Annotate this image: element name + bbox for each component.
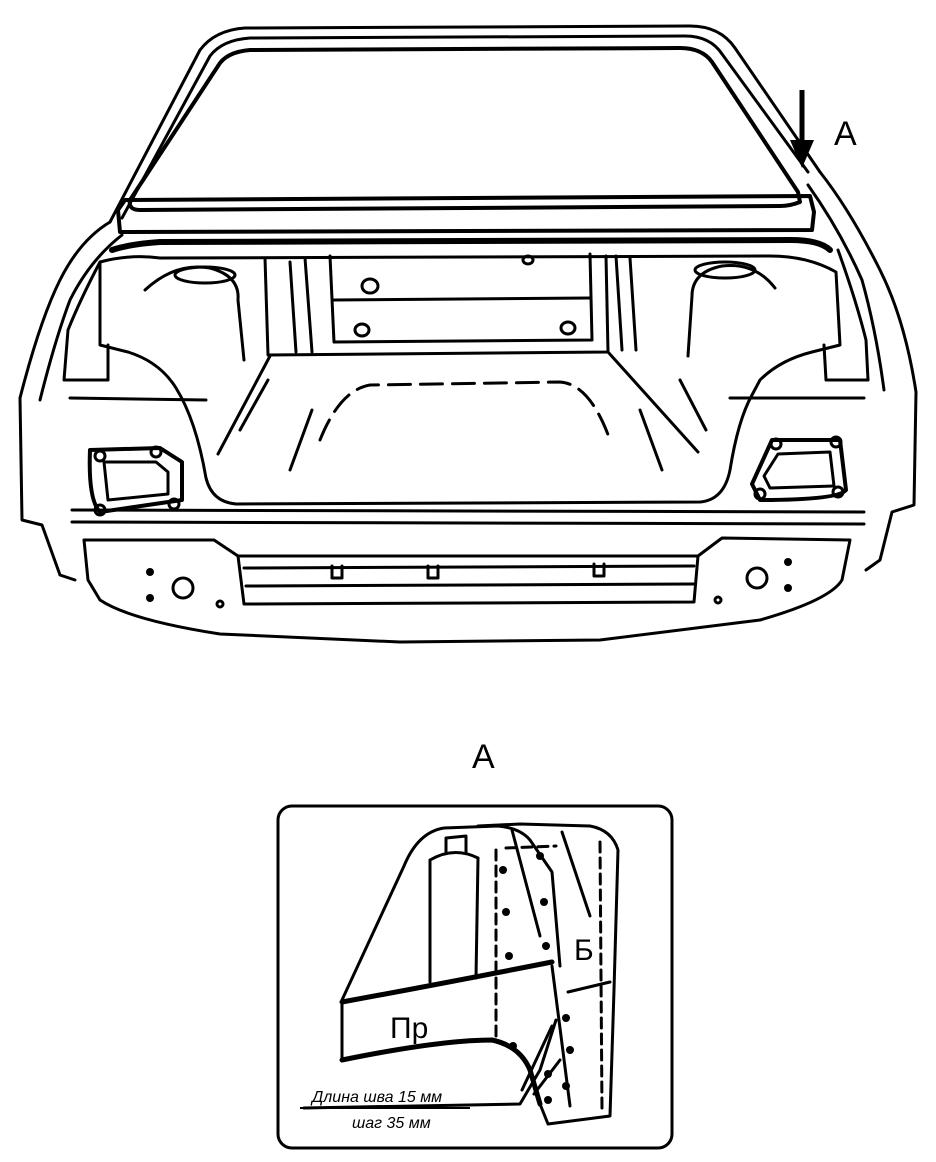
right-lamp-inner (762, 450, 836, 490)
detail-drawing (302, 822, 620, 1126)
lower-rear-panel (82, 536, 852, 644)
trunk-left-post (288, 256, 314, 354)
weld-dot (544, 1096, 552, 1104)
weld-dot (544, 1070, 552, 1078)
bumper-beam-line-top (242, 564, 696, 570)
weld-dot (505, 952, 513, 960)
weld-dot (542, 942, 550, 950)
trunk-panel-line (332, 296, 592, 302)
left-body-side-outer (18, 220, 112, 582)
bumper-hole (745, 566, 769, 590)
left-lamp-inner (102, 460, 170, 502)
body-holes (93, 254, 845, 609)
weld-dot (536, 852, 544, 860)
lamp-bolt (93, 449, 107, 463)
panel-hole (521, 254, 535, 266)
lamp-bolt (753, 487, 767, 501)
weld-dot (502, 908, 510, 916)
trunk-floor-ribs (238, 378, 708, 472)
detail-part-right-label: Б (574, 934, 594, 967)
seam-pitch-note: шаг 35 мм (352, 1115, 431, 1132)
detail-post-cap (444, 834, 468, 854)
detail-right-panel-step (566, 980, 612, 994)
seam-length-note: Длина шва 15 мм (310, 1089, 442, 1106)
right-body-side-inner (806, 183, 886, 392)
bolt-dot (784, 584, 792, 592)
seam-leader-arrow-1 (520, 1024, 562, 1096)
roof-outer-line (108, 24, 822, 224)
left-tower-cap (173, 265, 237, 285)
shelf-seal-line (109, 237, 833, 253)
panel-hole (353, 322, 371, 338)
view-arrow (790, 90, 814, 168)
right-body-side-outer (818, 170, 918, 572)
rear-body-view (18, 24, 918, 644)
bumper-hole (215, 599, 225, 609)
trunk-back-wall (263, 254, 610, 357)
lamp-bolt (149, 445, 163, 459)
detail-part-left-label: Пр (390, 1012, 428, 1045)
view-arrow-head (790, 140, 814, 168)
trunk-floor-spare-well (318, 380, 612, 442)
left-c-pillar-edge (62, 260, 110, 382)
lamp-bolt (167, 497, 181, 511)
lamp-bolt (829, 435, 843, 449)
weld-dot (499, 866, 507, 874)
rear-panel-line-2 (70, 520, 866, 526)
bumper-slots (330, 562, 606, 580)
weld-dot (562, 1082, 570, 1090)
bumper-beam (236, 554, 700, 606)
bumper-hole (713, 595, 723, 605)
detail-post (428, 851, 480, 984)
weld-dot (566, 1046, 574, 1054)
rear-panel-line (70, 508, 866, 514)
trunk-right-post (614, 254, 638, 352)
right-tower-cap (693, 260, 757, 280)
trunk-opening (98, 254, 842, 506)
detail-frame (276, 804, 674, 1150)
left-body-side-inner (38, 233, 124, 402)
right-wheel-tower (686, 263, 777, 358)
detail-right-panel-dashed (494, 840, 604, 1112)
left-lamp-opening (87, 446, 184, 514)
lamp-bolt (93, 503, 107, 517)
lamp-bolt (831, 485, 845, 499)
view-arrow-label: А (834, 115, 857, 153)
roof-inner-line (120, 34, 810, 220)
detail-right-panel-outline (476, 822, 620, 1126)
bolt-dot (784, 558, 792, 566)
detail-left-panel-top (339, 959, 555, 1005)
bumper-bolts (146, 558, 792, 602)
weld-dot (540, 898, 548, 906)
bumper-hole (171, 576, 195, 600)
lamp-bolt (769, 437, 783, 451)
detail-title: А (472, 738, 495, 776)
panel-hole (559, 320, 577, 336)
bumper-beam-line-bottom (244, 582, 696, 588)
detail-left-panel-bottom (339, 1037, 543, 1107)
trunk-floor-outline (216, 350, 700, 456)
panel-hole (360, 277, 380, 295)
weld-dot (509, 1042, 517, 1050)
weld-dot (562, 1014, 570, 1022)
bolt-dot (146, 568, 154, 576)
rear-window (127, 46, 802, 212)
rear-panel-top-line (68, 396, 866, 402)
bolt-dot (146, 594, 154, 602)
window-lower-frame (116, 194, 816, 234)
seam-leader-line (302, 1018, 558, 1110)
detail-weld-dots (499, 852, 574, 1104)
right-c-pillar-edge (822, 248, 870, 382)
